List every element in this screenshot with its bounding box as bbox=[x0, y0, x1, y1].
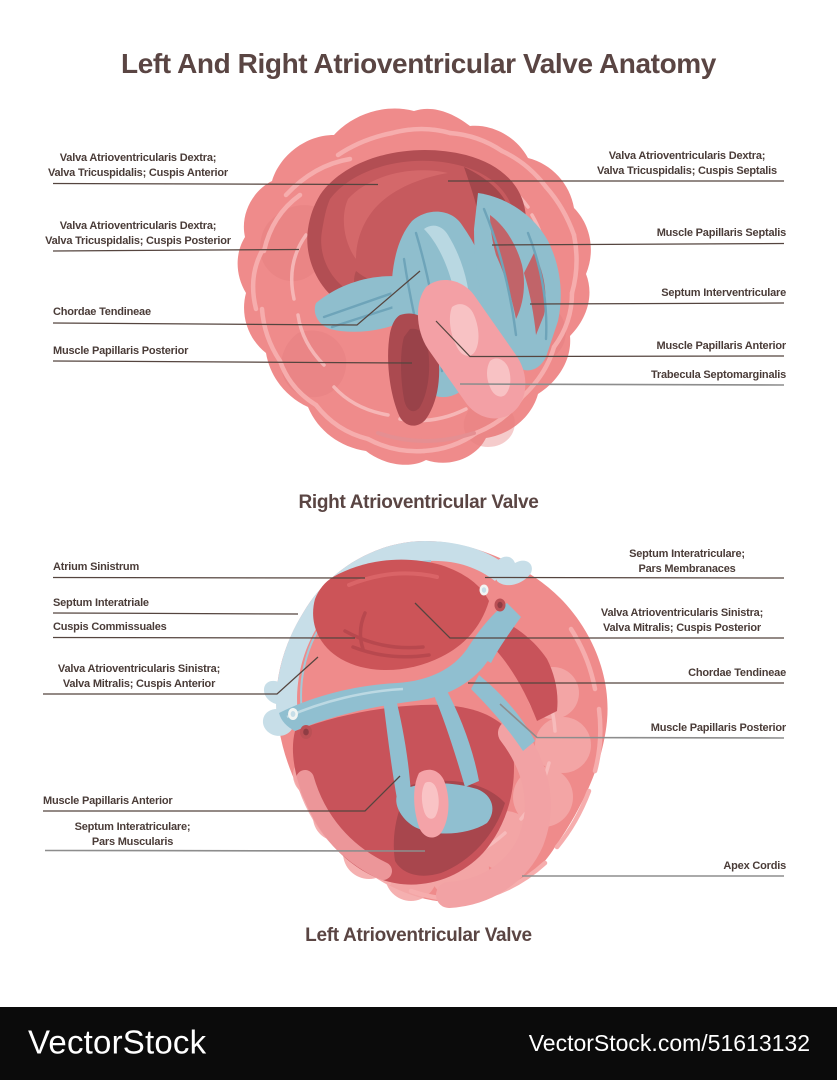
label-muscle-papillaris-posterior-left-heart: Muscle Papillaris Posterior bbox=[650, 722, 786, 734]
left-atrium bbox=[313, 559, 489, 671]
right-heart-region bbox=[495, 619, 558, 721]
label-septum-pars-muscularis: Septum Interatriculare; Pars Muscularis bbox=[74, 821, 191, 848]
right-av-valve-illustration bbox=[237, 108, 591, 465]
page-title: Left And Right Atrioventricular Valve An… bbox=[121, 48, 716, 79]
label-tricuspid-cuspis-anterior: Valva Atrioventricularis Dextra; Valva T… bbox=[47, 152, 229, 179]
label-mitral-cuspis-posterior: Valva Atrioventricularis Sinistra; Valva… bbox=[600, 607, 764, 634]
label-apex-cordis: Apex Cordis bbox=[723, 860, 786, 872]
caption-right-av-valve: Right Atrioventricular Valve bbox=[298, 492, 539, 513]
ventricle-wall-inner bbox=[436, 720, 551, 908]
label-septum-interatriale: Septum Interatriale bbox=[53, 597, 149, 609]
label-chordae-tendineae-left-heart: Chordae Tendineae bbox=[688, 667, 786, 679]
label-cuspis-commissuales: Cuspis Commissuales bbox=[53, 621, 167, 633]
label-chordae-tendineae-right-heart: Chordae Tendineae bbox=[53, 306, 151, 318]
papillary-muscle bbox=[414, 769, 449, 838]
label-mitral-cuspis-anterior: Valva Atrioventricularis Sinistra; Valva… bbox=[57, 663, 221, 690]
label-muscle-papillaris-anterior-left-heart: Muscle Papillaris Anterior bbox=[43, 795, 173, 807]
watermark-bar: VectorStock VectorStock.com/51613132 bbox=[0, 1007, 837, 1080]
vectorstock-url: VectorStock.com/51613132 bbox=[528, 1029, 810, 1056]
label-atrium-sinistrum: Atrium Sinistrum bbox=[53, 561, 140, 573]
label-septum-interventriculare: Septum Interventriculare bbox=[661, 287, 786, 299]
label-muscle-papillaris-anterior-right-heart: Muscle Papillaris Anterior bbox=[656, 340, 787, 352]
label-trabecula-septomarginalis: Trabecula Septomarginalis bbox=[651, 369, 786, 381]
label-muscle-papillaris-posterior-right-heart: Muscle Papillaris Posterior bbox=[53, 345, 189, 357]
vectorstock-logo: VectorStock bbox=[28, 1022, 207, 1060]
label-septum-pars-membranaces: Septum Interatriculare; Pars Membranaces bbox=[629, 548, 745, 575]
caption-left-av-valve: Left Atrioventricular Valve bbox=[305, 925, 532, 946]
label-muscle-papillaris-septalis: Muscle Papillaris Septalis bbox=[656, 227, 787, 239]
label-tricuspid-cuspis-septalis: Valva Atrioventricularis Dextra; Valva T… bbox=[597, 150, 777, 177]
label-tricuspid-cuspis-posterior: Valva Atrioventricularis Dextra; Valva T… bbox=[45, 220, 231, 247]
left-av-valve-illustration bbox=[262, 541, 608, 908]
